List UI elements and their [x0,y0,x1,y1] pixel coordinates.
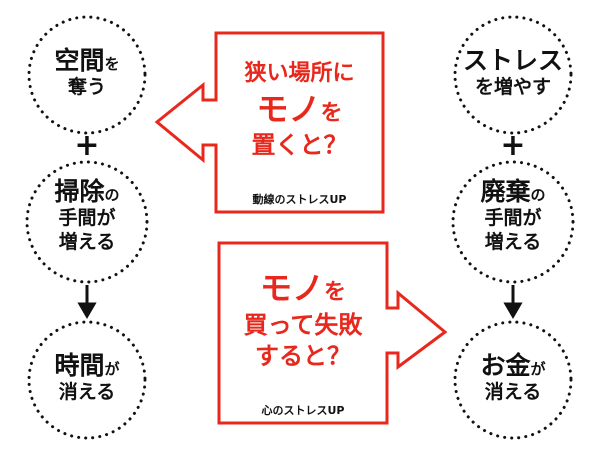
circle-money-text: お金が 消える [453,350,573,405]
label: 手間が [58,207,116,230]
label: 廃棄 [480,177,531,206]
label: 消える [484,381,542,404]
label: を [320,100,343,126]
circle-time [27,320,147,440]
label: 消える [58,381,116,404]
circle-space [27,15,147,135]
label: 奪う [67,76,106,99]
label: を [104,55,120,73]
label: モノ [256,89,321,128]
label: 置くと？ [251,131,348,160]
top-box-text: 狭い場所に モノを 置くと？ [216,60,383,161]
label: 空間 [54,46,105,75]
circle-space-text: 空間を 奪う [27,45,147,100]
circle-cleaning [25,160,149,284]
plus-right: + [500,128,526,163]
label: 増える [58,231,116,253]
label: お金 [480,351,531,380]
circle-money [453,320,573,440]
circle-stress-text: ストレス を増やす [453,45,573,100]
label: 狭い場所に [244,61,355,86]
circle-time-text: 時間が 消える [27,350,147,405]
label: を [324,280,347,305]
label: 掃除 [54,177,105,206]
bottom-box-text: モノを 買って失敗 すると？ [219,268,387,372]
label: 買って失敗 [243,310,363,339]
label: の [104,186,120,204]
plus-left: + [74,128,100,163]
label: ストレス [462,46,563,75]
label: の [530,186,546,204]
bottom-box-caption: 心のストレスUP [261,404,345,417]
label: 増える [484,231,542,253]
top-box-caption: 動線のストレスUP [252,193,347,206]
top-arrow-box [154,31,385,214]
arrow-down-left-head [77,302,97,319]
label: を増やす [474,76,551,99]
label: が [530,360,546,378]
bottom-arrow-box [217,241,448,425]
circle-stress [453,15,573,135]
label: モノ [259,269,324,307]
circle-disposal [451,160,575,284]
label: 時間 [54,351,105,380]
label: すると？ [255,341,351,370]
label: 手間が [484,207,542,230]
circle-cleaning-text: 掃除の 手間が 増える [27,176,147,255]
arrow-down-right-head [503,302,523,319]
circle-disposal-text: 廃棄の 手間が 増える [453,176,573,255]
label: が [104,360,120,378]
